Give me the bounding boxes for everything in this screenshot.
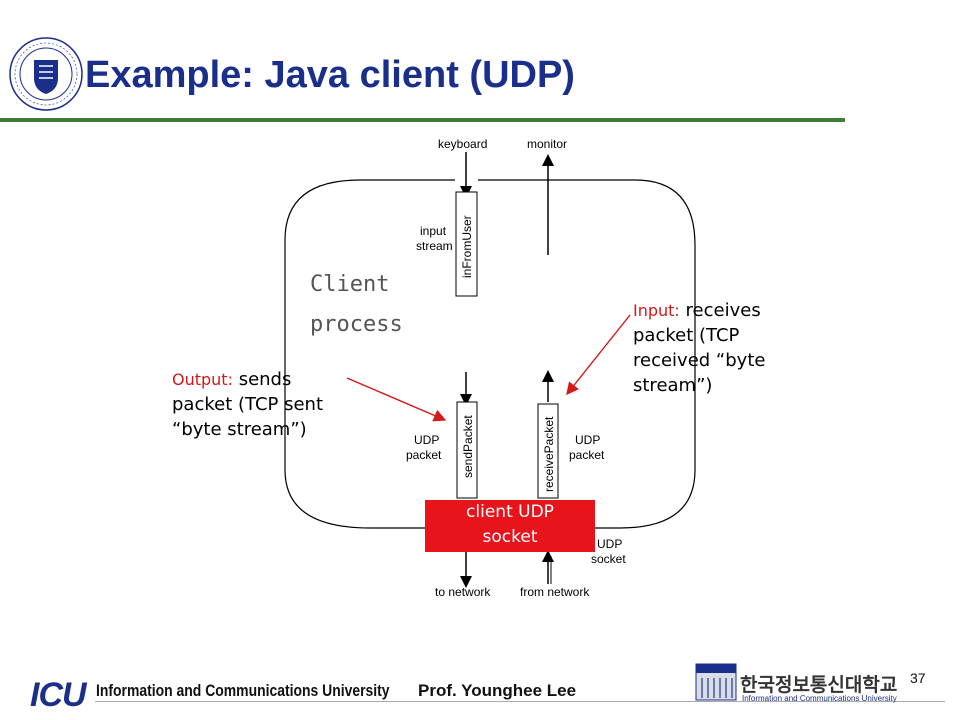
input-stream-label-1: input <box>420 224 447 238</box>
receive-packet-label: receivePacket <box>542 416 556 492</box>
in-from-user-label: inFromUser <box>460 215 474 278</box>
client-process-label: Client process <box>310 272 403 337</box>
udp-packet-left-1: UDP <box>414 433 439 447</box>
output-annotation-arrow <box>346 377 447 422</box>
input-annotation-arrow <box>566 314 631 396</box>
title-rule <box>0 118 845 122</box>
to-network-label: to network <box>435 585 491 599</box>
udp-packet-right-2: packet <box>569 448 605 462</box>
university-seal-logo <box>9 37 83 111</box>
page-number: 37 <box>910 670 926 686</box>
input-stream-label-2: stream <box>416 239 453 253</box>
keyboard-label: keyboard <box>438 137 487 151</box>
slide-title: Example: Java client (UDP) <box>85 54 575 96</box>
from-network-label: from network <box>520 585 590 599</box>
korean-university-subtitle: Information and Communications Universit… <box>742 694 897 703</box>
process-boundary-right <box>478 179 696 529</box>
udp-socket-label-2: socket <box>591 552 626 566</box>
receive-packet-stream <box>537 403 559 499</box>
send-packet-label: sendPacket <box>461 415 475 478</box>
process-boundary-left <box>284 179 455 529</box>
university-name: Information and Communications Universit… <box>96 681 390 700</box>
input-annotation: Input: receives packet (TCP received “by… <box>633 300 766 396</box>
footer-rule <box>95 701 945 702</box>
udp-packet-left-2: packet <box>406 448 442 462</box>
output-annotation: Output: sends packet (TCP sent “byte str… <box>172 369 324 440</box>
author-name: Prof. Younghee Lee <box>418 681 577 700</box>
client-udp-socket-box: client UDP socket <box>425 500 595 552</box>
udp-packet-right-1: UDP <box>575 433 600 447</box>
icu-logo-mark: ICU <box>30 676 87 714</box>
monitor-label: monitor <box>527 137 567 151</box>
korean-university-name: 한국정보통신대학교 <box>740 674 898 696</box>
in-from-user-stream <box>455 191 478 297</box>
send-packet-stream <box>456 401 478 499</box>
udp-socket-label-1: UDP <box>597 537 622 551</box>
icu-building-logo-icon <box>695 663 737 701</box>
